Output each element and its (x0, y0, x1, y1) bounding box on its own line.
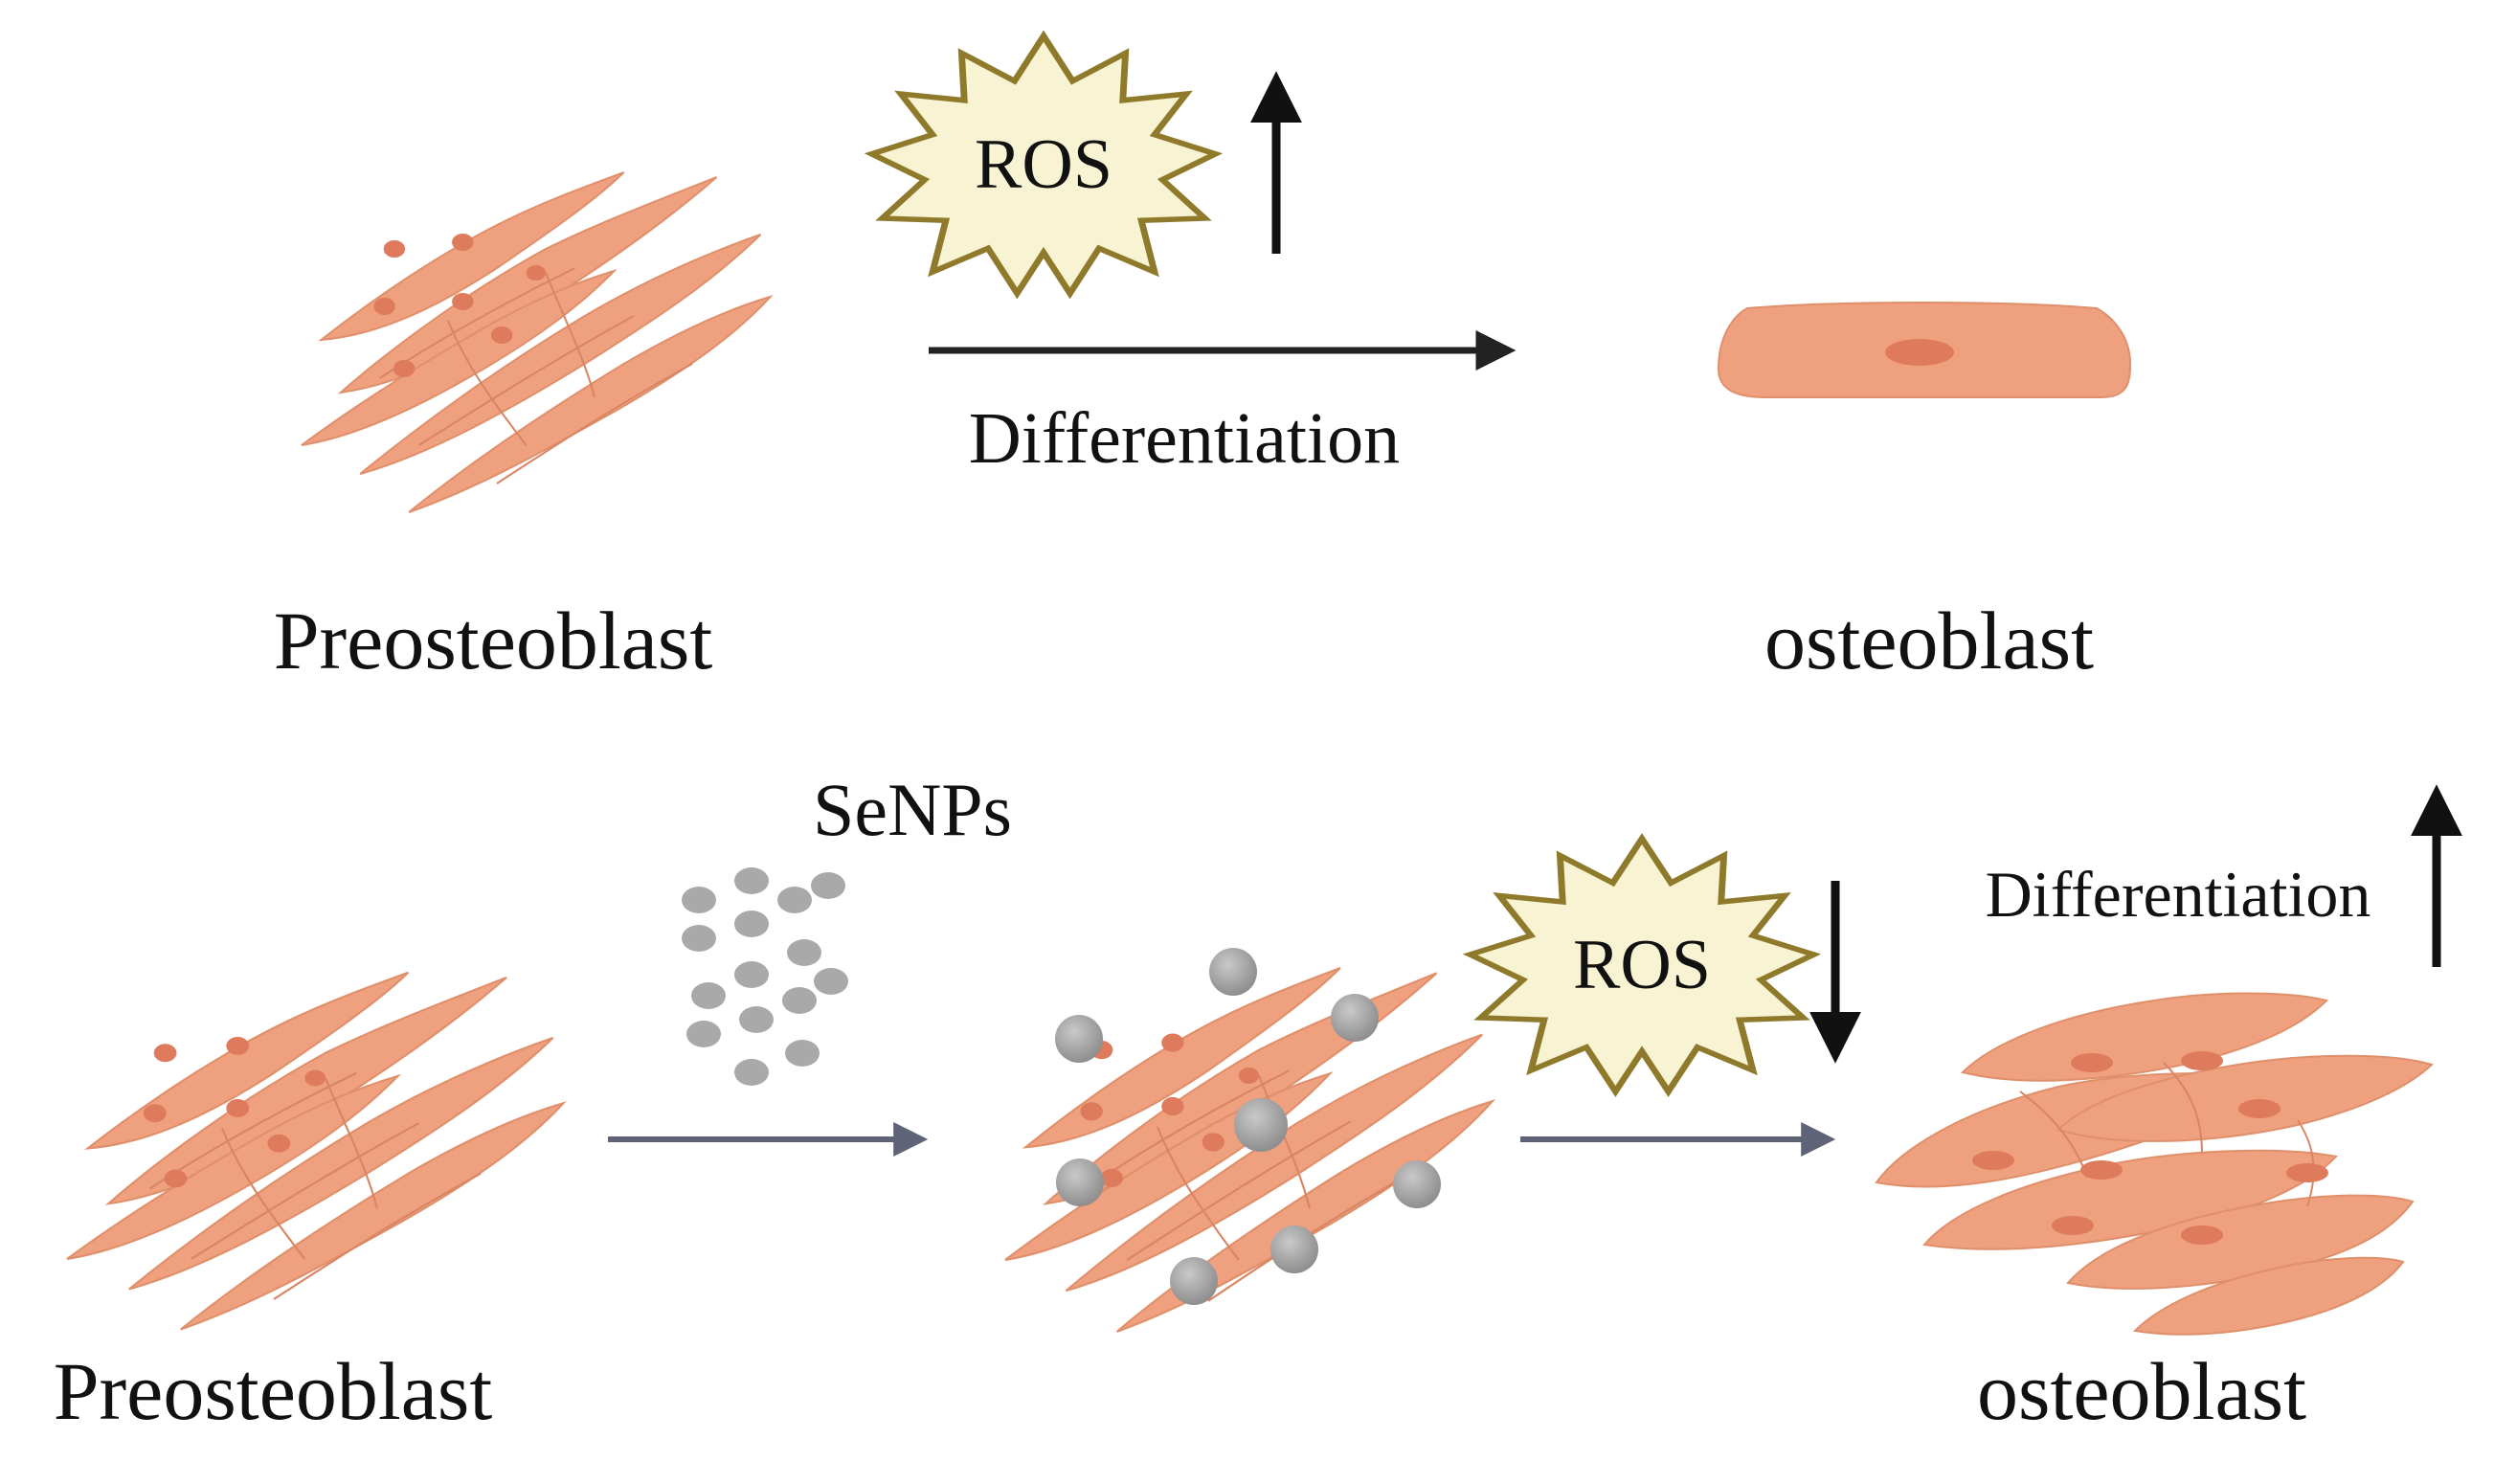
nanoparticle (1055, 1015, 1103, 1063)
bottom-preosteoblast-cells (65, 971, 565, 1331)
nanoparticle (1209, 948, 1257, 996)
treated-preosteoblast-cells (1003, 948, 1494, 1333)
bottom-ros-label: ROS (1573, 926, 1711, 1004)
top-osteoblast-cell (1717, 302, 2132, 398)
nanoparticle (1270, 1225, 1318, 1273)
nanoparticle (1393, 1160, 1441, 1208)
bottom-osteoblast-cells (1875, 992, 2434, 1336)
nanoparticle (1056, 1158, 1104, 1206)
top-ros-label: ROS (975, 125, 1112, 204)
senps-nanoparticles (682, 867, 848, 1086)
senps-label: SeNPs (813, 768, 1012, 851)
bottom-start-label: Preosteoblast (54, 1345, 493, 1437)
top-start-label: Preosteoblast (274, 595, 713, 686)
bottom-end-label: osteoblast (1977, 1345, 2306, 1437)
top-end-label: osteoblast (1764, 595, 2094, 686)
bottom-differentiation-label: Differentiation (1986, 858, 2371, 931)
top-preosteoblast-cells (300, 170, 772, 514)
nanoparticle (1170, 1257, 1218, 1305)
nanoparticle (1234, 1098, 1288, 1152)
nanoparticle (1331, 994, 1379, 1042)
top-differentiation-label: Differentiation (969, 398, 1400, 479)
